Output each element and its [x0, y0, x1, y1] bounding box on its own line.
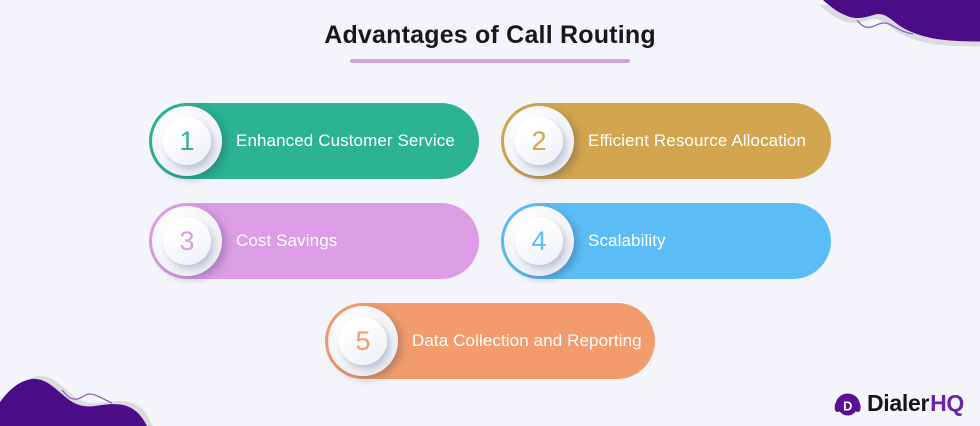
pill-scalability: 4 Scalability [501, 203, 831, 279]
page-title: Advantages of Call Routing [324, 21, 656, 49]
number-badge: 4 [504, 206, 574, 276]
advantage-label: Cost Savings [236, 231, 338, 250]
advantage-number: 1 [179, 125, 195, 156]
blob-shape [823, 0, 980, 42]
advantage-number: 3 [179, 225, 195, 256]
number-badge: 3 [152, 206, 222, 276]
blob-squiggle-line [856, 19, 914, 35]
blob-shape [0, 378, 147, 426]
title-underline [350, 58, 630, 63]
pill-row-2: 3 Cost Savings 4 Scalability [149, 203, 831, 279]
dialerhq-logo: D Dialer HQ [833, 389, 964, 418]
pill-enhanced-customer-service: 1 Enhanced Customer Service [149, 103, 479, 179]
pill-row-3: 5 Data Collection and Reporting [325, 303, 655, 379]
pill-cost-savings: 3 Cost Savings [149, 203, 479, 279]
corner-blob-bottom-left [0, 375, 153, 426]
number-badge: 2 [504, 106, 574, 176]
brand-name-primary: Dialer [866, 390, 930, 416]
number-badge: 1 [152, 106, 222, 176]
advantage-number: 5 [355, 325, 371, 356]
advantage-number: 4 [531, 225, 547, 256]
advantage-label: Data Collection and Reporting [412, 331, 642, 350]
advantage-label: Efficient Resource Allocation [588, 131, 807, 150]
advantage-label: Scalability [588, 231, 666, 250]
brand-name-accent: HQ [930, 390, 964, 416]
pill-row-1: 1 Enhanced Customer Service 2 Efficient … [149, 103, 831, 179]
advantage-label: Enhanced Customer Service [236, 131, 455, 150]
pill-efficient-resource-allocation: 2 Efficient Resource Allocation [501, 103, 831, 179]
blob-squiggle-line [61, 389, 113, 404]
logo-letter: D [843, 399, 852, 414]
pill-data-collection-and-reporting: 5 Data Collection and Reporting [325, 303, 655, 379]
header: Advantages of Call Routing [0, 21, 980, 63]
corner-blob-top-right [819, 0, 980, 47]
headset-icon: D [834, 393, 861, 416]
advantages-list: 1 Enhanced Customer Service 2 Efficient … [0, 103, 980, 379]
advantage-number: 2 [531, 125, 547, 156]
number-badge: 5 [328, 306, 398, 376]
